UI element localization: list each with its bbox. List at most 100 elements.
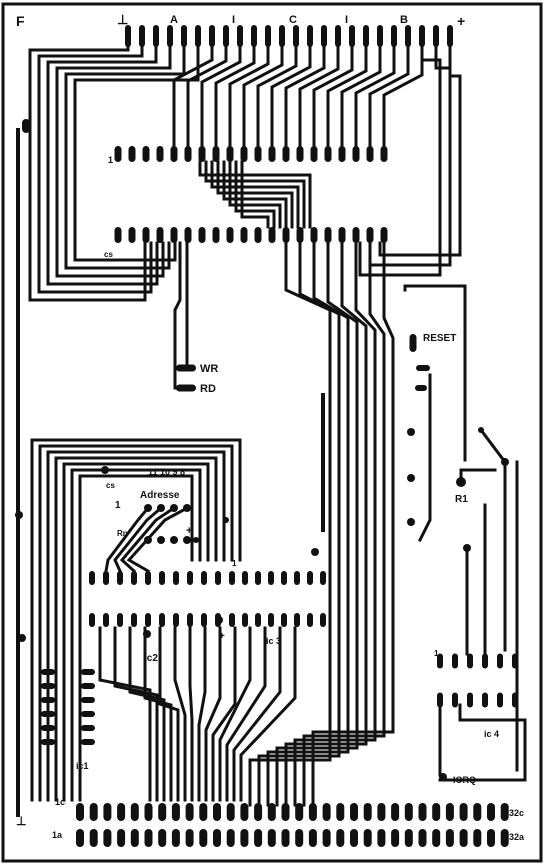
connector-pin-number: 1: [307, 27, 312, 37]
edge-trace: [128, 626, 166, 802]
lower-bus-trace: [78, 474, 194, 802]
ic2-pin: [159, 571, 165, 585]
right-trace: [417, 373, 432, 543]
data-bus-trace: [228, 44, 270, 148]
top-connector-pin: [363, 25, 369, 47]
via: [215, 616, 223, 624]
ic1-pin: [81, 669, 95, 675]
connector-pin-number: 4: [167, 27, 172, 37]
ic3-pin: [255, 571, 261, 585]
connector-pin-number: 0: [293, 27, 298, 37]
connector-pin-number: 3: [335, 27, 340, 37]
upper-chip-pin: [296, 227, 304, 243]
address-switch-pad: [157, 504, 165, 512]
edge-pin-row-a: [308, 829, 317, 847]
connector-pin-number: 4: [405, 27, 410, 37]
connector-pin-number: 5: [153, 27, 158, 37]
ic2-pin: [131, 571, 137, 585]
marker-one-ic3: 1: [232, 559, 237, 568]
top-connector-pin: [307, 25, 313, 47]
lower-bus-trace: [54, 456, 218, 802]
reset-label: RESET: [423, 333, 456, 344]
ic3-label: ic 3: [266, 636, 281, 646]
r1-pad: [501, 458, 509, 466]
upper-chip-pin: [226, 227, 234, 243]
edge-pin-row-c: [391, 803, 400, 821]
edge-pin-row-a: [103, 829, 112, 847]
top-connector-pin: [447, 25, 453, 47]
edge-trace: [98, 626, 152, 802]
ic1-pin: [41, 725, 55, 731]
edge-pin-row-a: [281, 829, 290, 847]
connector-group-label: I: [232, 14, 235, 26]
connector-group-label: C: [289, 14, 297, 26]
ic2-pin: [187, 613, 193, 627]
ic4-pin: [467, 692, 473, 708]
edge-pin-row-c: [254, 803, 263, 821]
top-connector-pin: [195, 25, 201, 47]
ic2-pin: [201, 613, 207, 627]
edge-pin-row-a: [295, 829, 304, 847]
upper-chip-pin: [254, 227, 262, 243]
edge-trace: [173, 626, 187, 802]
data-bus-trace: [270, 44, 312, 148]
data-bus-trace: [214, 44, 256, 148]
edge-trace: [197, 626, 207, 802]
ic2-pin: [173, 613, 179, 627]
edge-ground-symbol: ⊥: [16, 814, 26, 828]
long-bus-trace: [257, 241, 341, 807]
ic3-pin: [229, 613, 235, 627]
bus-trace: [378, 44, 462, 257]
ic3-pin: [242, 571, 248, 585]
ic4-pin: [482, 692, 488, 708]
edge-row-c-label: 1c: [55, 797, 65, 807]
long-bus-trace: [248, 241, 332, 807]
ic3-pin: [268, 613, 274, 627]
data-bus-trace: [340, 44, 382, 148]
edge-pin-row-c: [76, 803, 84, 821]
edge-pin-row-a: [377, 829, 386, 847]
ic3-pin: [320, 613, 326, 627]
edge-pin-row-a: [500, 829, 509, 847]
ic4-pin: [452, 692, 458, 708]
edge-pin-row-c: [267, 803, 276, 821]
switch-trace: [119, 505, 177, 574]
edge-trace: [188, 626, 194, 802]
edge-pin-row-a: [130, 829, 139, 847]
ic1-pin: [41, 683, 55, 689]
edge-trace: [204, 626, 222, 802]
plus-mark-ic2: +: [219, 631, 225, 642]
ic1-pin: [81, 683, 95, 689]
marker-one-ic4: 1: [434, 649, 439, 658]
right-via: [407, 474, 415, 482]
upper-chip-pin: [352, 227, 360, 243]
edge-pin-row-c: [377, 803, 386, 821]
edge-pin-row-a: [76, 829, 84, 847]
ic3-pin: [294, 571, 300, 585]
inner-loop-trace: [210, 160, 300, 229]
upper-chip-pin: [212, 227, 220, 243]
edge-pin-row-a: [89, 829, 98, 847]
address-switch-pad: [183, 504, 191, 512]
upper-chip-pin: [142, 146, 150, 162]
ic2-pin: [89, 571, 95, 585]
ic2-pin: [215, 571, 221, 585]
top-connector-pin: [125, 25, 131, 47]
connector-pin-number: 3: [181, 27, 186, 37]
top-plus-symbol: +: [457, 13, 465, 29]
edge-pin-row-c: [281, 803, 290, 821]
ic4-pin: [497, 653, 503, 669]
inner-loop-trace: [222, 160, 288, 229]
right-pad: [416, 365, 430, 371]
upper-chip-pin: [296, 146, 304, 162]
cs-label-lower: cs: [106, 481, 115, 490]
edge-pin-row-a: [158, 829, 167, 847]
edge-pin-row-c: [171, 803, 180, 821]
ic4-pin: [452, 653, 458, 669]
connector-group-label: A: [170, 14, 178, 26]
upper-chip-pin: [324, 227, 332, 243]
upper-chip-pin: [310, 227, 318, 243]
upper-chip-pin: [338, 227, 346, 243]
upper-chip-pin: [310, 146, 318, 162]
edge-pin-row-a: [199, 829, 208, 847]
